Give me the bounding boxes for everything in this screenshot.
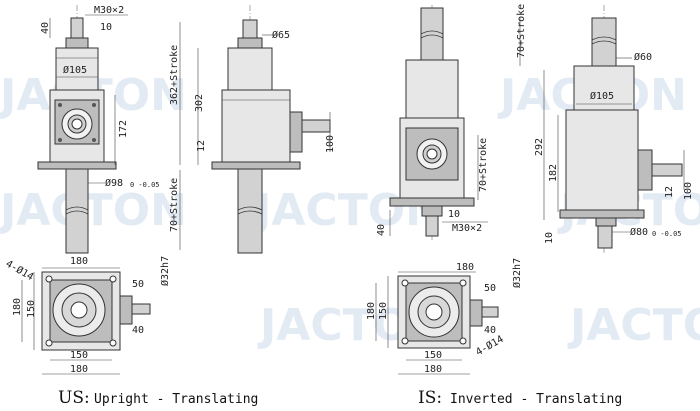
caption-is: IS: Inverted - Translating [418,388,622,408]
dim-150: 150 [70,350,88,361]
dim-10: 10 [544,232,555,244]
dim-12: 12 [196,140,207,152]
watermark-text: JACTON [0,185,187,236]
dim-12: 12 [664,186,675,198]
dim-10: 10 [100,22,112,33]
dim-292: 292 [534,138,545,156]
dim-d105: Ø105 [590,90,614,102]
caption-us-text: Upright - Translating [94,392,258,407]
dim-50: 50 [484,283,496,294]
dim-70-stroke: 70+Stroke [478,138,489,192]
dim-d80-tolerance: 0 -0.05 [652,230,682,238]
dim-100: 100 [683,182,694,200]
dim-70-stroke: 70+Stroke [169,178,180,232]
dim-40: 40 [40,22,51,34]
dim-d105: Ø105 [63,64,87,76]
dim-50: 50 [132,279,144,290]
caption-is-code: IS: [418,388,442,408]
us-front-view: 40 10 M30×2 Ø105 172 Ø98 0 -0.05 [37,5,160,255]
dim-180: 180 [70,364,88,375]
dim-180: 180 [424,364,442,375]
dim-d60: Ø60 [634,51,652,63]
dim-180: 180 [456,262,474,273]
dim-302: 302 [194,94,205,112]
caption-us-code: US: [58,388,90,408]
dim-150: 150 [378,302,389,320]
caption-is-text: Inverted - Translating [450,392,622,407]
watermark-text: JACTON [567,300,700,351]
dim-d98: Ø98 [105,177,123,189]
caption-us: US: Upright - Translating [58,388,258,408]
dim-d80: Ø80 [630,226,648,238]
dim-100: 100 [325,135,336,153]
dim-holes: 4-Ø14 [474,333,506,358]
dim-d32h7: Ø32h7 [159,256,171,286]
dim-362-stroke: 362+Stroke [169,45,180,105]
us-plan-view: 180 4-Ø14 180 150 50 Ø32h7 40 150 180 [4,256,171,375]
is-side-view: 70+Stroke Ø60 Ø105 292 182 12 100 10 Ø80… [516,4,694,255]
dim-40: 40 [484,325,496,336]
dim-150: 150 [26,300,37,318]
dim-d65: Ø65 [272,29,290,41]
dim-m30x2: M30×2 [94,5,124,16]
dim-d98-tolerance: 0 -0.05 [130,181,160,189]
dim-d32h7: Ø32h7 [511,258,523,288]
dim-m30x2: M30×2 [452,223,482,234]
is-front-view: 40 M30×2 10 70+Stroke [376,5,489,240]
dim-180: 180 [12,298,23,316]
dim-150: 150 [424,350,442,361]
dim-10: 10 [448,209,460,220]
dim-182: 182 [548,164,559,182]
dim-40: 40 [132,325,144,336]
us-side-view: 362+Stroke 302 12 Ø65 100 70+Stroke [169,5,336,255]
dim-180: 180 [366,302,377,320]
dim-holes: 4-Ø14 [4,258,36,283]
dim-180: 180 [70,256,88,267]
dim-70-stroke: 70+Stroke [516,4,527,58]
dim-172: 172 [118,120,129,138]
dim-40: 40 [376,224,387,236]
